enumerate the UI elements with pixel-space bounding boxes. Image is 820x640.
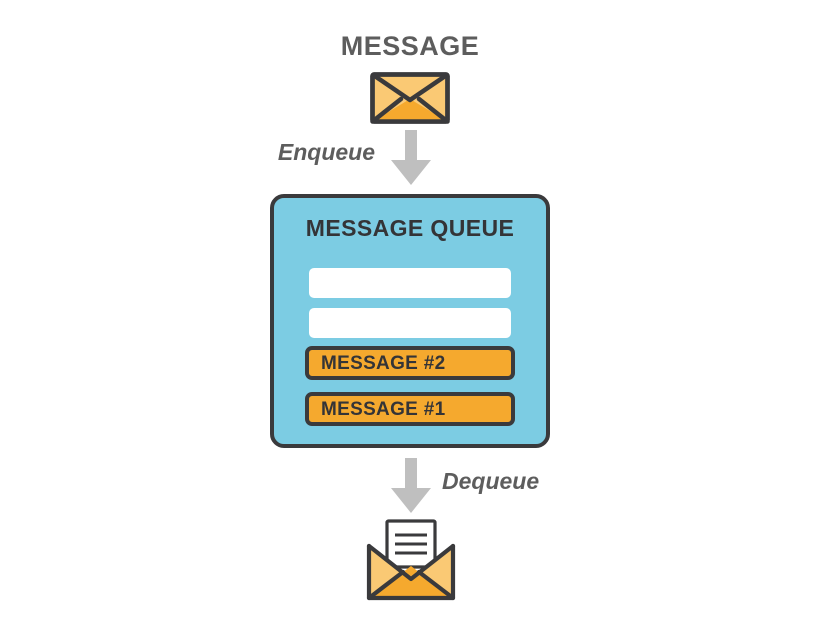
queue-title: MESSAGE QUEUE — [305, 215, 515, 241]
open-envelope-with-letter-icon — [365, 518, 457, 602]
dequeue-down-arrow-icon — [388, 458, 434, 514]
queue-message-label: MESSAGE #1 — [321, 398, 446, 420]
message-queue-container: MESSAGE QUEUE MESSAGE #2 MESSAGE #1 — [270, 194, 550, 448]
empty-slot-1[interactable] — [309, 268, 511, 298]
enqueue-down-arrow-icon — [388, 130, 434, 186]
enqueue-label: Enqueue — [277, 139, 375, 165]
queue-message-item-1[interactable]: MESSAGE #1 — [305, 392, 515, 426]
queue-message-item-2[interactable]: MESSAGE #2 — [305, 346, 515, 380]
closed-envelope-icon — [370, 72, 450, 124]
dequeue-label: Dequeue — [442, 468, 540, 494]
page-title: MESSAGE — [340, 31, 480, 61]
queue-message-label: MESSAGE #2 — [321, 352, 446, 374]
empty-slot-2[interactable] — [309, 308, 511, 338]
